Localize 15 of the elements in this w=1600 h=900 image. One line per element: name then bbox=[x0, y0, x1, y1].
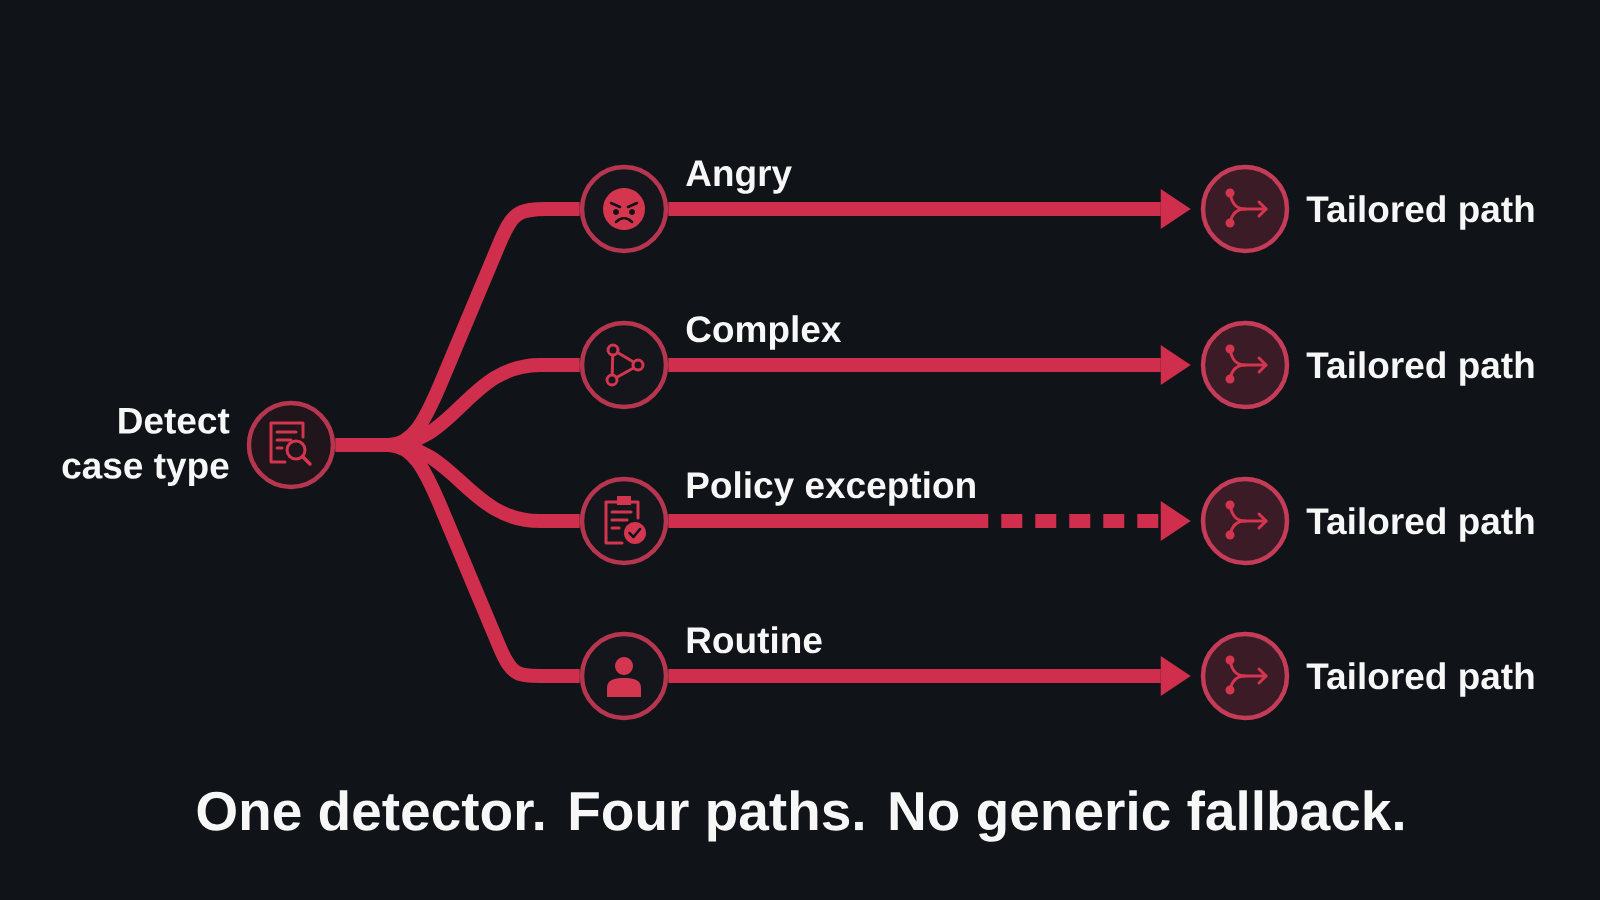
arrow bbox=[668, 189, 1191, 229]
node-label: Tailored path bbox=[1306, 507, 1534, 542]
node-label: Tailored path bbox=[1306, 195, 1534, 230]
node-label: Angry bbox=[686, 160, 792, 194]
node-label: Detect case type bbox=[62, 407, 230, 487]
node-label: Complex bbox=[686, 315, 842, 350]
node-label: Policy exception bbox=[687, 471, 975, 506]
node-label: Tailored path bbox=[1306, 351, 1534, 386]
arrow bbox=[668, 656, 1191, 696]
branching-connector bbox=[335, 202, 580, 683]
caption-text: One detector. Four paths. No generic fallback. bbox=[197, 790, 1403, 842]
node-label: Tailored path bbox=[1306, 662, 1534, 697]
node-label: Routine bbox=[687, 626, 822, 654]
arrow bbox=[668, 501, 1191, 541]
arrow bbox=[668, 345, 1191, 385]
